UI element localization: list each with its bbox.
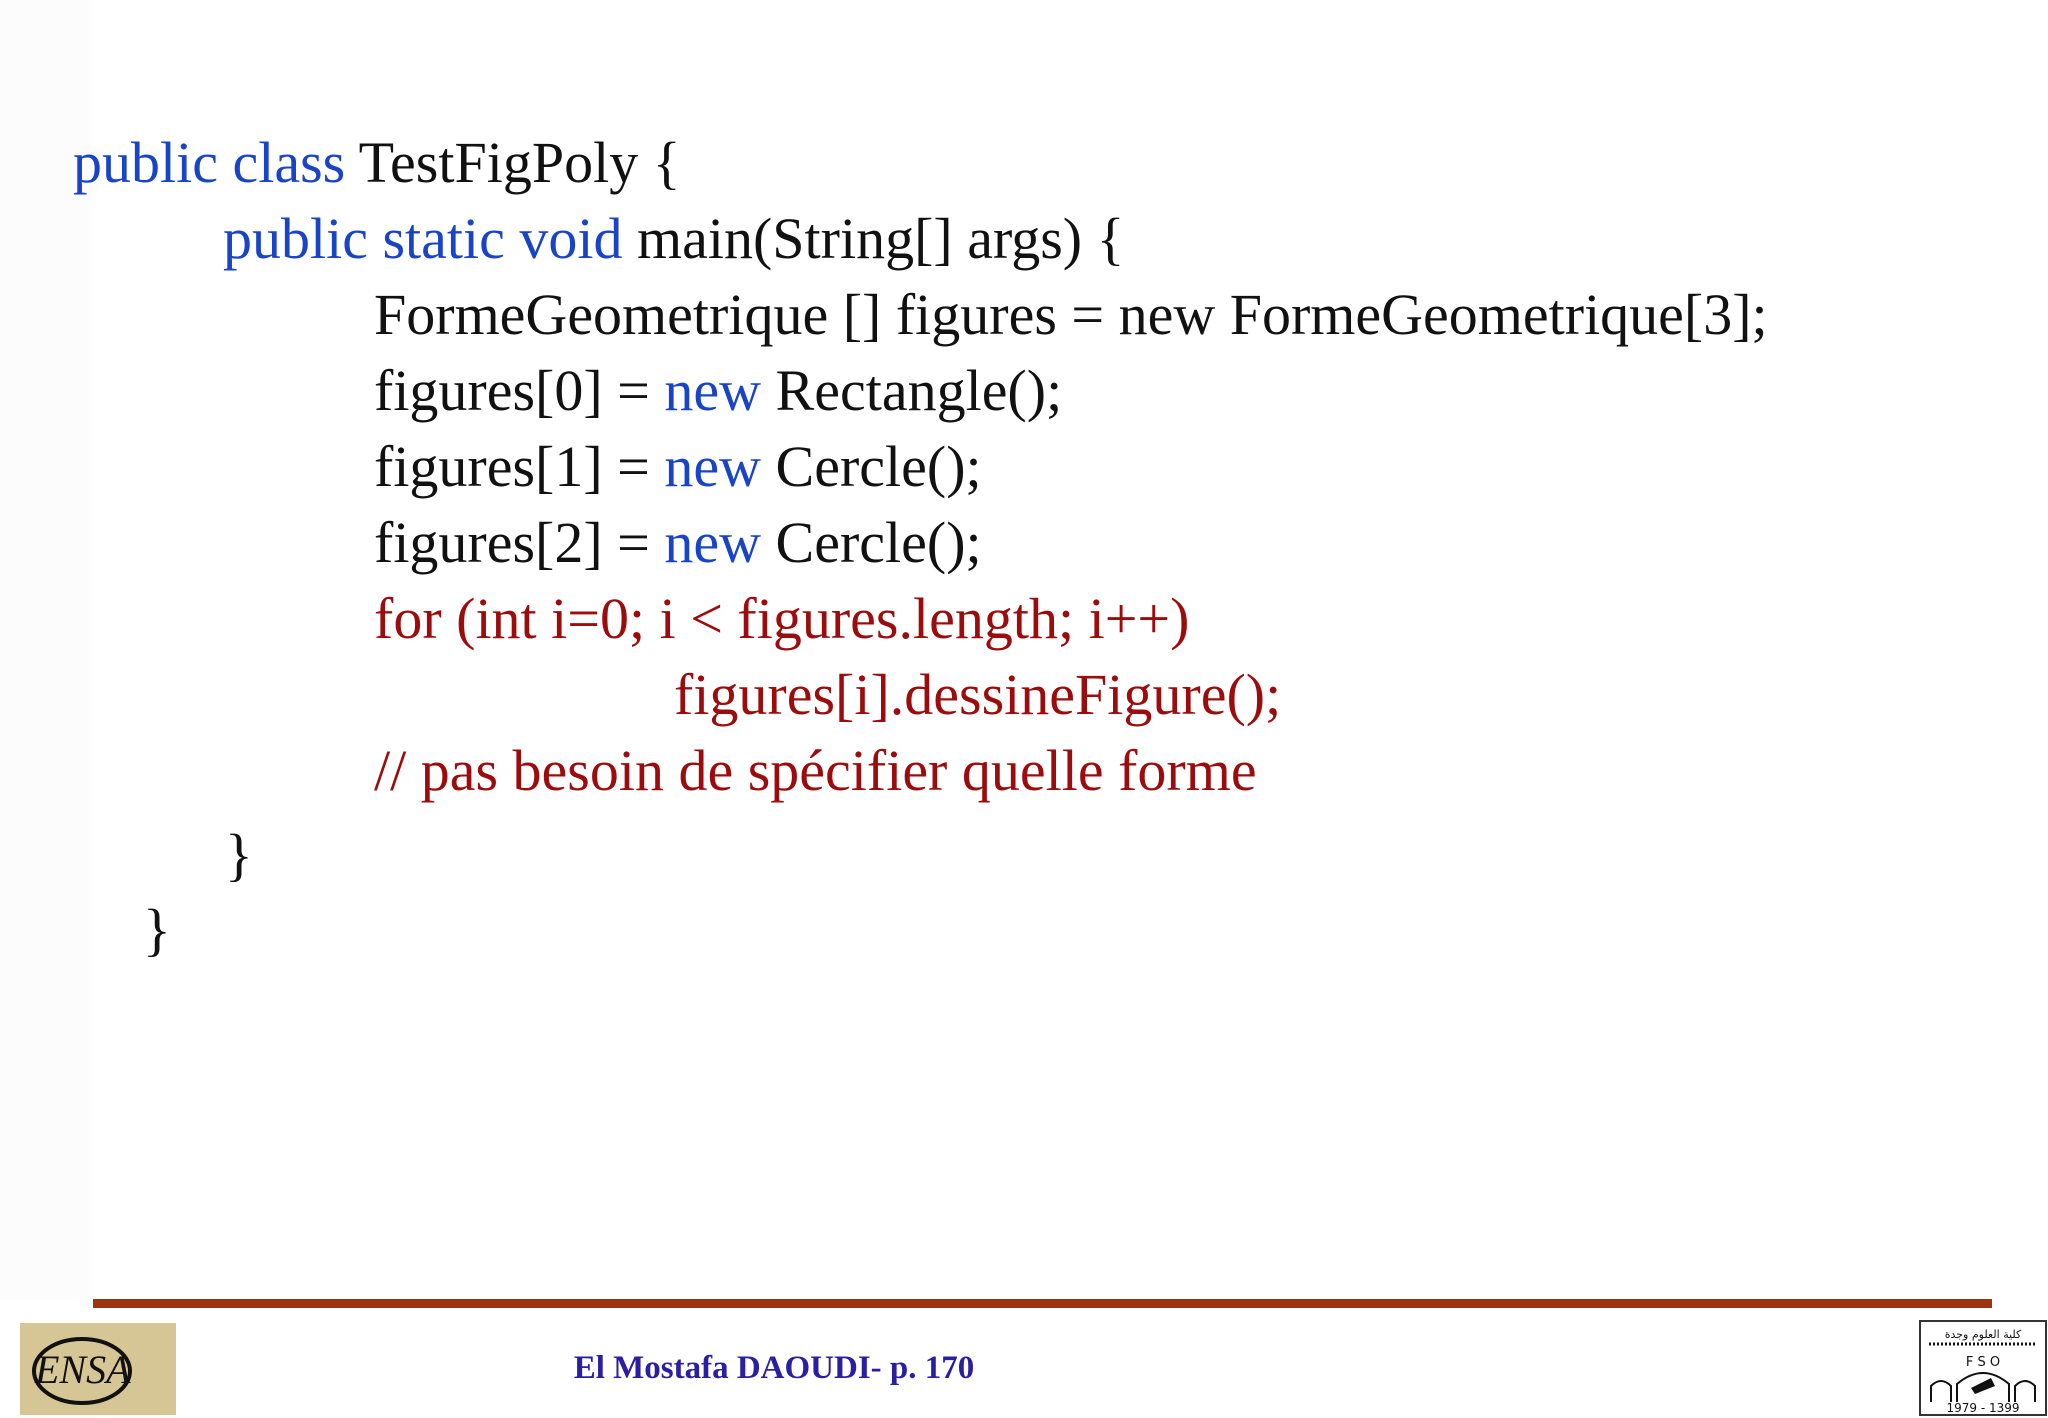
code-line-11: } [143,897,171,962]
code-line-1: public class TestFigPoly { [73,128,681,198]
code-text: Cercle(); [761,434,982,499]
code-line-8: figures[i].dessineFigure(); [674,662,1282,727]
code-line-6: figures[2] = new Cercle(); [374,508,982,578]
code-line-10: } [225,822,253,887]
code-line-3: FormeGeometrique [] figures = new FormeG… [374,282,1768,347]
code-text: TestFigPoly { [345,130,681,195]
fso-logo-years: 1979 - 1399 [1946,1401,2019,1414]
keyword: public static void [223,206,623,271]
code-line-7: for (int i=0; i < figures.length; i++) [374,586,1190,651]
footer-rule [93,1299,1992,1308]
code-line-2: public static void main(String[] args) { [223,204,1124,274]
keyword: public class [73,130,346,195]
keyword: new [664,358,762,423]
keyword: new [664,434,762,499]
ensa-logo: ENSA [20,1323,176,1415]
keyword: new [664,510,762,575]
left-band [0,0,92,1300]
code-text: Rectangle(); [761,358,1063,423]
code-text: Cercle(); [761,510,982,575]
fso-logo: كلية العلوم وجدة F S O 1979 - 1399 [1919,1320,2047,1416]
fso-logo-arabic: كلية العلوم وجدة [1945,1328,2022,1341]
code-text: main(String[] args) { [622,206,1125,271]
ensa-logo-text: ENSA [34,1347,131,1392]
code-text: figures[1] = [374,434,665,499]
footer-text: El Mostafa DAOUDI- p. 170 [573,1350,975,1386]
fso-logo-letters: F S O [1966,1355,2000,1370]
code-line-5: figures[1] = new Cercle(); [374,432,982,502]
code-text: figures[0] = [374,358,665,423]
code-line-9: // pas besoin de spécifier quelle forme [374,738,1257,803]
code-text: figures[2] = [374,510,665,575]
code-line-4: figures[0] = new Rectangle(); [374,356,1062,426]
